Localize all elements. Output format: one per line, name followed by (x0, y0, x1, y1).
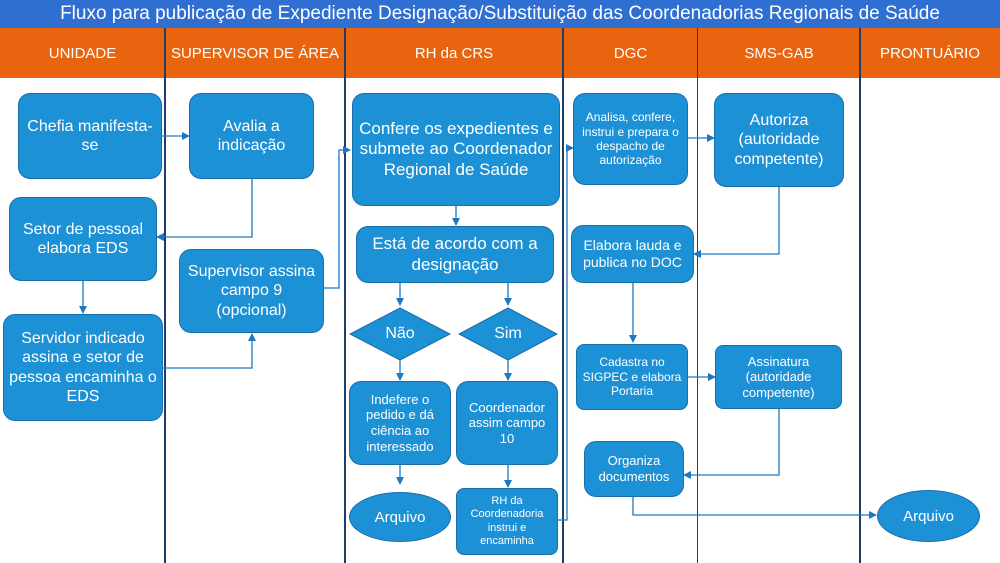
cadastra-node: Cadastra no SIGPEC e elabora Portaria (576, 344, 688, 410)
sim-decision (457, 307, 559, 361)
chefia-node: Chefia manifesta-se (18, 93, 162, 179)
lane-header-dgc: DGC (563, 28, 698, 78)
arquivo-prontuario-terminal: Arquivo (877, 490, 980, 542)
sim-label: Sim (494, 325, 522, 342)
coordenador-node: Coordenador assim campo 10 (456, 381, 558, 465)
lane-divider (697, 28, 698, 563)
supervisor-node: Supervisor assina campo 9 (opcional) (179, 249, 324, 333)
analisa-node: Analisa, confere, instrui e prepara o de… (573, 93, 688, 185)
lane-divider (164, 28, 166, 563)
assinatura-node: Assinatura (autoridade competente) (715, 345, 842, 409)
lane-divider (344, 28, 346, 563)
arquivo-rh-terminal: Arquivo (349, 492, 451, 542)
lane-divider (562, 28, 564, 563)
lane-header-sms-gab: SMS-GAB (698, 28, 860, 78)
autoriza-node: Autoriza (autoridade competente) (714, 93, 844, 187)
nao-label: Não (385, 325, 415, 342)
avalia-node: Avalia a indicação (189, 93, 314, 179)
acordo-node: Está de acordo com a designação (356, 226, 554, 283)
nao-decision (348, 307, 452, 361)
indefere-node: Indefere o pedido e dá ciência ao intere… (349, 381, 451, 465)
servidor-node: Servidor indicado assina e setor de pess… (3, 314, 163, 421)
lane-divider (859, 28, 861, 563)
elabora-node: Elabora lauda e publica no DOC (571, 225, 694, 283)
lane-header-rh-crs: RH da CRS (345, 28, 563, 78)
lane-header-prontuario: PRONTUÁRIO (860, 28, 1000, 78)
confere-node: Confere os expedientes e submete ao Coor… (352, 93, 560, 206)
organiza-node: Organiza documentos (584, 441, 684, 497)
rh-instrui-node: RH da Coordenadoria instrui e encaminha (456, 488, 558, 555)
setor-pessoal-node: Setor de pessoal elabora EDS (9, 197, 157, 281)
page-title: Fluxo para publicação de Expediente Desi… (0, 0, 1000, 28)
lane-header-unidade: UNIDADE (0, 28, 165, 78)
lane-header-supervisor: SUPERVISOR DE ÁREA (165, 28, 345, 78)
